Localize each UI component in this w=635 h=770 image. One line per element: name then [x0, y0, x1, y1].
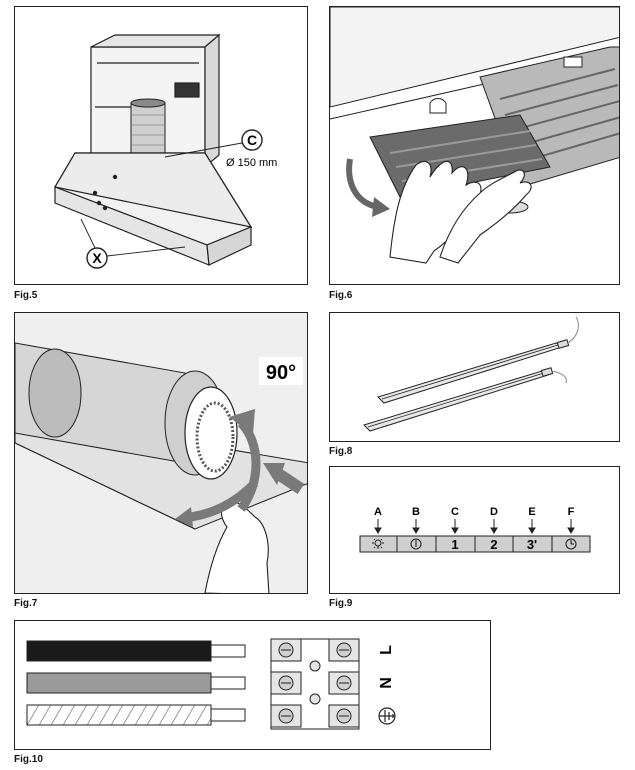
speed-2-button[interactable]: 2	[490, 537, 497, 552]
rotation-arrow-head	[372, 197, 390, 217]
wire-live-tip	[210, 644, 246, 658]
button-f-letter: F	[568, 506, 575, 518]
wire-earth	[26, 704, 212, 726]
figure-9-panel: A B C D E F	[329, 466, 620, 594]
speed-3-button[interactable]: 3'	[527, 537, 537, 552]
terminal-block	[270, 638, 360, 730]
turn-arrow	[190, 479, 259, 522]
callout-c-label: C	[247, 132, 257, 148]
figure-9-label: Fig.9	[329, 598, 353, 609]
pointer-arrows	[374, 519, 575, 534]
duct-connector	[15, 342, 238, 480]
button-c-letter: C	[451, 506, 459, 518]
wall-hook-icon	[429, 98, 447, 114]
figure-8-panel	[329, 312, 620, 442]
wire-neutral-tip	[210, 676, 246, 690]
callout-x-circle	[86, 247, 108, 269]
callout-x-leader-1	[80, 218, 96, 249]
figure-10-panel: L N	[14, 620, 491, 750]
push-arrow	[273, 468, 305, 494]
figure-5-label: Fig.5	[14, 290, 38, 301]
angle-label: 90°	[266, 362, 296, 384]
button-a-letter: A	[374, 506, 382, 518]
wiring-diagram: L N	[26, 638, 396, 730]
control-panel-diagram: A B C D E F	[359, 506, 591, 553]
callout-c-leader	[164, 142, 243, 158]
hood-body	[54, 152, 253, 266]
duct-diameter-label: Ø 150 mm	[226, 157, 277, 169]
callout-c-circle	[241, 129, 263, 151]
rotation-arrow	[346, 158, 379, 210]
speed-1-button[interactable]: 1	[451, 537, 458, 552]
button-b-letter: B	[412, 506, 420, 518]
hood-chimney-illustration: C Ø 150 mm X	[54, 33, 277, 269]
strip-lights-illustration	[363, 316, 579, 432]
light-strip-upper	[377, 316, 579, 404]
button-d-letter: D	[490, 506, 498, 518]
figure-5-panel: C Ø 150 mm X	[14, 6, 308, 285]
figure-7-panel: 90°	[14, 312, 308, 594]
figure-6-label: Fig.6	[329, 290, 353, 301]
figure-8-label: Fig.8	[329, 446, 353, 457]
push-arrow-head	[263, 463, 285, 485]
rotation-arrow-head	[229, 409, 255, 435]
light-icon[interactable]	[372, 538, 384, 549]
terminal-neutral-mark: N	[378, 677, 395, 689]
wire-neutral	[26, 672, 212, 694]
figure-6-panel	[329, 6, 620, 285]
figure-10-label: Fig.10	[14, 754, 43, 765]
timer-icon[interactable]	[565, 538, 577, 550]
callout-x-leader-2	[106, 246, 186, 257]
duct-rotation-illustration: 90°	[15, 313, 307, 593]
power-icon[interactable]	[410, 538, 422, 550]
light-strip-lower	[363, 367, 567, 432]
terminal-live-mark: L	[378, 645, 395, 655]
angle-badge	[259, 357, 303, 385]
turn-arrow-head	[175, 507, 193, 527]
wire-live	[26, 640, 212, 662]
grease-filter-removal-illustration	[330, 7, 619, 264]
figure-7-label: Fig.7	[14, 598, 38, 609]
wire-earth-tip	[210, 708, 246, 722]
callout-x-label: X	[92, 250, 102, 266]
ground-icon	[378, 707, 396, 725]
hands	[389, 160, 532, 264]
button-e-letter: E	[528, 506, 535, 518]
